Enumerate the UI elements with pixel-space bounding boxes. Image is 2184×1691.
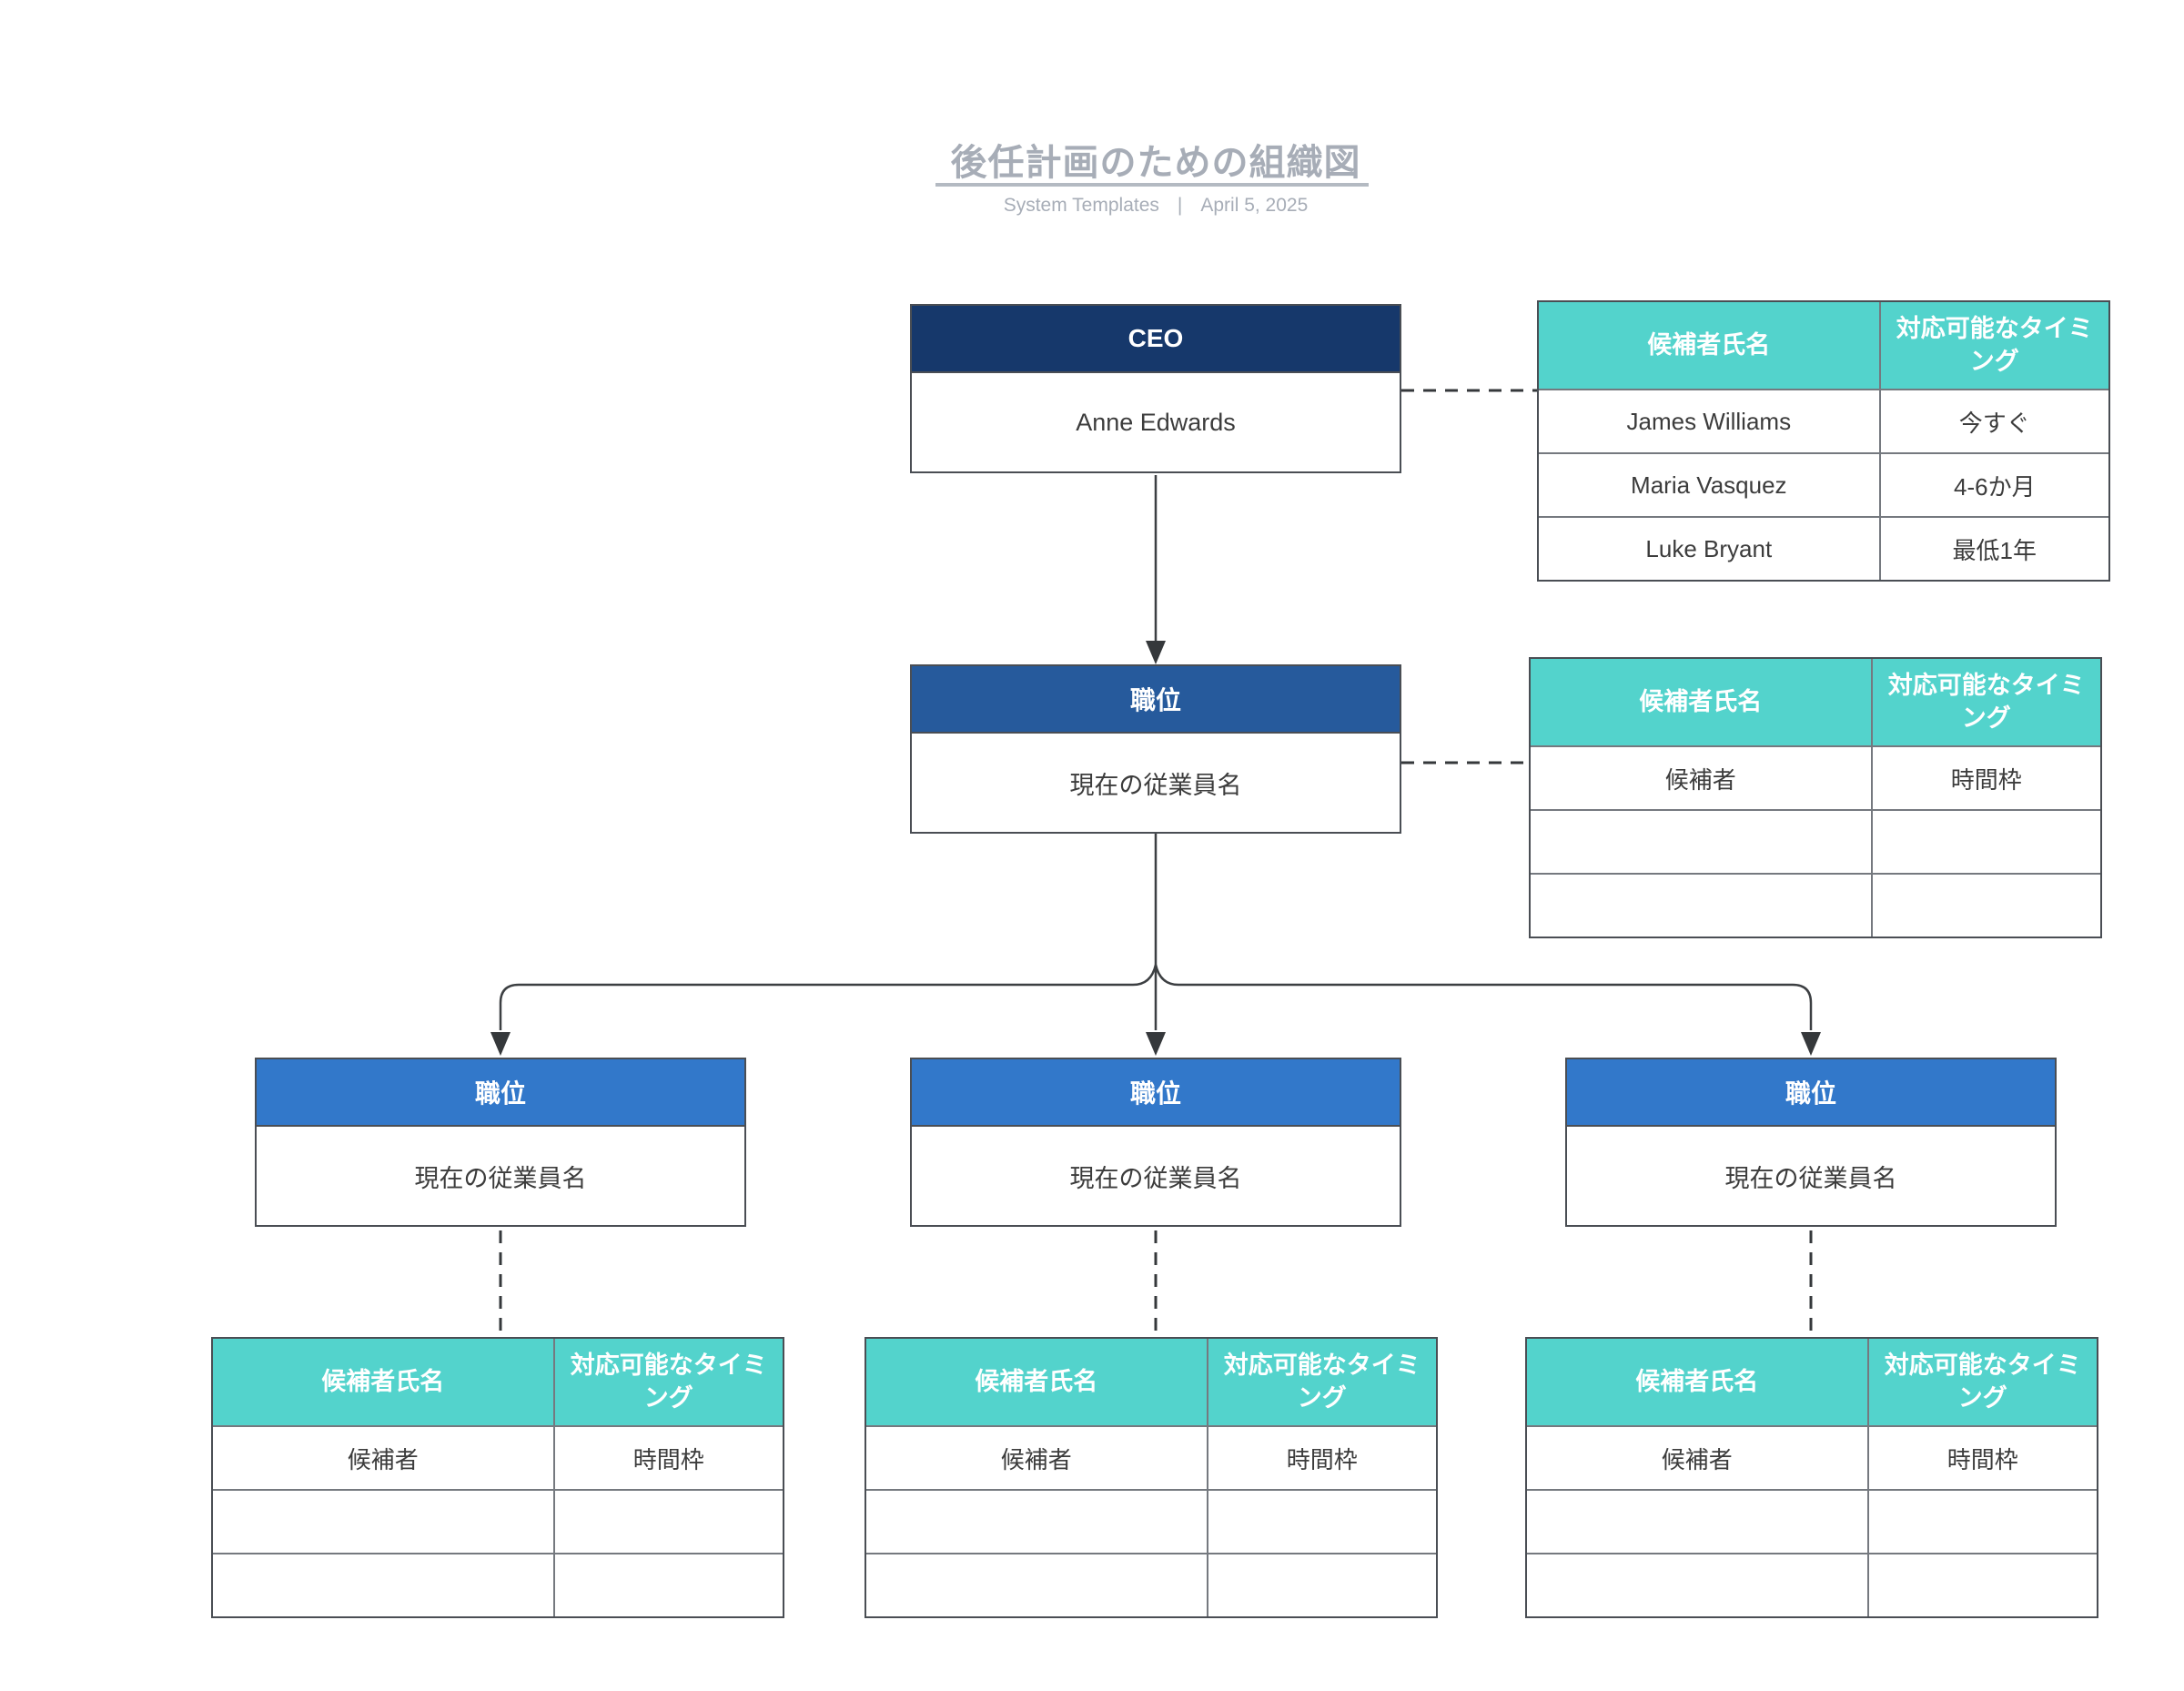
cell-candidate: 候補者	[1531, 747, 1873, 809]
cell-timing	[555, 1491, 783, 1553]
table-row: Maria Vasquez 4-6か月	[1539, 452, 2108, 516]
header-availability: 対応可能なタイミング	[1884, 1351, 2081, 1412]
table-row	[866, 1553, 1436, 1616]
arrowhead-left	[490, 1032, 511, 1056]
org-node-left-name: 現在の従業員名	[414, 1164, 587, 1192]
header-availability: 対応可能なタイミング	[1896, 314, 2093, 375]
cell-candidate: 候補者	[1527, 1427, 1869, 1489]
cell-candidate: 候補者	[213, 1427, 555, 1489]
table-row	[1531, 873, 2100, 937]
cell-candidate: 候補者	[866, 1427, 1208, 1489]
org-node-vp: 職位 現在の従業員名	[910, 664, 1401, 834]
org-node-center-name: 現在の従業員名	[1069, 1164, 1242, 1192]
table-header-row: 候補者氏名 対応可能なタイミング	[1527, 1339, 2097, 1425]
cell-timing: 時間枠	[1950, 765, 2022, 794]
cell-timing	[1208, 1491, 1436, 1553]
cell-candidate	[213, 1491, 555, 1553]
org-node-left-title: 職位	[257, 1059, 744, 1127]
arrowhead-center	[1146, 1032, 1166, 1056]
cell-timing: 時間枠	[632, 1445, 704, 1473]
cell-timing: 今すぐ	[1958, 409, 2030, 437]
cell-candidate	[1527, 1554, 1869, 1616]
org-node-ceo-title: CEO	[912, 306, 1400, 373]
arrowhead-right	[1801, 1032, 1821, 1056]
cell-candidate	[866, 1491, 1208, 1553]
candidate-table-ceo: 候補者氏名 対応可能なタイミング James Williams 今すぐ Mari…	[1537, 300, 2110, 582]
table-row	[213, 1489, 783, 1553]
subtitle-date: April 5, 2025	[1200, 195, 1309, 216]
org-node-center: 職位 現在の従業員名	[910, 1058, 1401, 1227]
header-candidate-name: 候補者氏名	[866, 1339, 1208, 1425]
cell-timing: 4-6か月	[1953, 472, 2036, 501]
org-node-center-title: 職位	[912, 1059, 1400, 1127]
subtitle-author: System Templates	[1003, 195, 1159, 216]
org-node-vp-title: 職位	[912, 666, 1400, 734]
header-candidate-name: 候補者氏名	[213, 1339, 555, 1425]
connector-vp-to-left	[499, 964, 1158, 1030]
table-row	[1527, 1489, 2097, 1553]
cell-candidate: Maria Vasquez	[1539, 454, 1881, 516]
table-header-row: 候補者氏名 対応可能なタイミング	[1531, 659, 2100, 745]
page-title: 後任計画のための組織図	[950, 143, 1361, 183]
title-underline	[935, 183, 1369, 187]
header-availability: 対応可能なタイミング	[570, 1351, 767, 1412]
table-row	[866, 1489, 1436, 1553]
header-availability: 対応可能なタイミング	[1887, 671, 2085, 732]
org-node-right-title: 職位	[1567, 1059, 2055, 1127]
cell-candidate: Luke Bryant	[1539, 518, 1881, 580]
table-header-row: 候補者氏名 対応可能なタイミング	[866, 1339, 1436, 1425]
cell-timing: 時間枠	[1286, 1445, 1358, 1473]
table-row	[1527, 1553, 2097, 1616]
cell-candidate	[1527, 1491, 1869, 1553]
candidate-table-left: 候補者氏名 対応可能なタイミング 候補者 時間枠	[211, 1337, 784, 1618]
cell-timing	[1208, 1554, 1436, 1616]
header-candidate-name: 候補者氏名	[1527, 1339, 1869, 1425]
table-row	[213, 1553, 783, 1616]
org-node-ceo-name: Anne Edwards	[1076, 408, 1236, 436]
table-header-row: 候補者氏名 対応可能なタイミング	[213, 1339, 783, 1425]
cell-timing	[1869, 1554, 2097, 1616]
cell-timing	[1869, 1491, 2097, 1553]
cell-candidate: James Williams	[1539, 390, 1881, 452]
org-node-vp-name: 現在の従業員名	[1069, 771, 1242, 799]
candidate-table-right: 候補者氏名 対応可能なタイミング 候補者 時間枠	[1525, 1337, 2098, 1618]
candidate-table-vp: 候補者氏名 対応可能なタイミング 候補者 時間枠	[1529, 657, 2102, 938]
cell-candidate	[1531, 811, 1873, 873]
table-row: Luke Bryant 最低1年	[1539, 516, 2108, 580]
table-row: 候補者 時間枠	[1527, 1425, 2097, 1489]
candidate-table-center: 候補者氏名 対応可能なタイミング 候補者 時間枠	[864, 1337, 1438, 1618]
header-candidate-name: 候補者氏名	[1531, 659, 1873, 745]
table-row: 候補者 時間枠	[1531, 745, 2100, 809]
header-candidate-name: 候補者氏名	[1539, 302, 1881, 389]
org-node-ceo: CEO Anne Edwards	[910, 304, 1401, 473]
table-header-row: 候補者氏名 対応可能なタイミング	[1539, 302, 2108, 389]
cell-timing: 最低1年	[1952, 536, 2037, 564]
cell-candidate	[866, 1554, 1208, 1616]
org-node-left: 職位 現在の従業員名	[255, 1058, 746, 1227]
cell-timing	[1873, 811, 2100, 873]
cell-timing: 時間枠	[1946, 1445, 2018, 1473]
org-node-right-name: 現在の従業員名	[1724, 1164, 1897, 1192]
table-row	[1531, 809, 2100, 873]
table-row: James Williams 今すぐ	[1539, 389, 2108, 452]
subtitle-divider: |	[1177, 195, 1183, 216]
page-subtitle: System Templates | April 5, 2025	[901, 195, 1410, 217]
cell-timing	[555, 1554, 783, 1616]
cell-candidate	[1531, 875, 1873, 937]
table-row: 候補者 時間枠	[213, 1425, 783, 1489]
org-node-right: 職位 現在の従業員名	[1565, 1058, 2057, 1227]
cell-timing	[1873, 875, 2100, 937]
table-row: 候補者 時間枠	[866, 1425, 1436, 1489]
arrowhead-vp	[1146, 641, 1166, 664]
header-availability: 対応可能なタイミング	[1223, 1351, 1421, 1412]
connector-vp-to-right	[1154, 964, 1813, 1030]
cell-candidate	[213, 1554, 555, 1616]
